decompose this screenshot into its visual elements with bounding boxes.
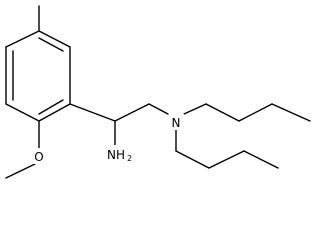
oxygen-label: O: [34, 150, 43, 164]
amine-label-bg: [104, 145, 132, 161]
lower-butyl-bond-2: [175, 150, 210, 169]
nitrogen-label-bg: [169, 114, 184, 130]
oxygen-to-methyl-bond: [5, 163, 36, 179]
atom-labels: O NH 2 N: [32, 114, 184, 164]
ch2-to-n-bond: [148, 103, 169, 115]
ring-bond-1: [38, 30, 71, 48]
ch-to-ch2-bond: [114, 103, 150, 122]
upper-butyl-bond-1: [183, 103, 207, 115]
amine-label: NH: [107, 148, 125, 162]
nitrogen-label: N: [172, 116, 181, 130]
amine-subscript: 2: [127, 154, 132, 163]
skeletal-structure: O NH 2 N: [5, 5, 311, 179]
oxygen-label-bg: [32, 148, 47, 164]
ring-double-bond-bottom: [38, 99, 64, 115]
lower-butyl-bond-4: [243, 150, 279, 169]
ring-to-ch-bond: [69, 103, 116, 122]
bonds: [5, 5, 311, 179]
ring-bond-6: [5, 30, 40, 48]
upper-butyl-bond-2: [205, 103, 240, 122]
molecule-canvas: O NH 2 N: [5, 5, 311, 179]
ring-bond-3: [38, 103, 71, 122]
ring-bond-4: [5, 103, 40, 122]
lower-butyl-bond-3: [208, 150, 245, 169]
upper-butyl-bond-3: [238, 103, 273, 122]
upper-butyl-bond-4: [271, 103, 311, 122]
ring-double-bond-top: [38, 37, 64, 52]
